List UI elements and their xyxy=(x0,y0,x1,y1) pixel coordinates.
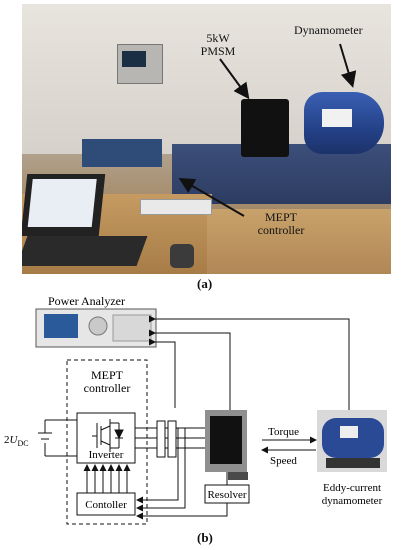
feedback-current-2 xyxy=(136,428,179,504)
caption-a: (a) xyxy=(197,276,213,291)
speed-label: Speed xyxy=(270,455,297,467)
pmsm-diagram-photo xyxy=(205,410,248,480)
dyno-sticker xyxy=(322,109,352,127)
block-diagram: Power Analyzer MEPT controller Inverter … xyxy=(4,294,387,525)
desk-right xyxy=(207,209,391,274)
power-analyzer-label: Power Analyzer xyxy=(48,294,125,308)
pa-line-dyno xyxy=(149,315,350,410)
dyno-label-1: Eddy-current xyxy=(323,482,381,494)
resolver-label: Resolver xyxy=(207,489,246,501)
mept-photo-label: MEPT controller xyxy=(257,210,305,237)
current-sensor-b xyxy=(167,420,177,458)
mouse xyxy=(170,244,194,268)
inverter-box xyxy=(76,412,136,464)
oscilloscope xyxy=(117,44,163,84)
gate-signals xyxy=(83,464,131,493)
dc-source xyxy=(38,419,77,457)
inverter-label: Inverter xyxy=(89,449,124,461)
controller-label: Contoller xyxy=(85,499,127,511)
mept-label-2: controller xyxy=(84,381,131,395)
switch-symbol xyxy=(92,419,124,452)
pmsm-motor xyxy=(241,99,289,157)
pmsm-label: 5kW PMSM xyxy=(200,31,236,58)
resolver-feedback xyxy=(136,503,228,520)
dynamometer-label: Dynamometer xyxy=(294,23,363,37)
vdc-label: 2UDC xyxy=(4,434,29,448)
caption-b: (b) xyxy=(197,530,213,545)
dynamometer-diagram-photo xyxy=(317,410,387,472)
pa-line-sensor xyxy=(149,338,176,408)
controller-box xyxy=(76,492,136,516)
power-strip xyxy=(140,199,212,215)
torque-label: Torque xyxy=(268,426,299,438)
feedback-current xyxy=(136,428,186,512)
photo-arrows xyxy=(178,43,357,217)
dyno-label-2: dynamometer xyxy=(322,495,383,507)
mept-label-1: MEPT xyxy=(91,368,124,382)
lab-setup-photo: 5kW PMSM Dynamometer MEPT controller xyxy=(22,4,391,274)
current-sensor-a xyxy=(156,420,166,458)
mept-dashed-box xyxy=(66,359,148,525)
power-analyzer-device xyxy=(35,308,157,348)
controller-board xyxy=(82,139,162,167)
pa-line-motor xyxy=(149,329,231,410)
